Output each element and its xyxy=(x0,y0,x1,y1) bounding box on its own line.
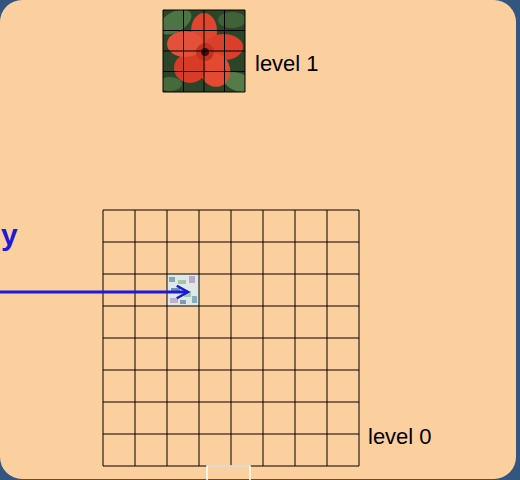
image-grid: level 1 xyxy=(163,10,323,92)
level-label: level 1 xyxy=(255,52,319,76)
frame-marker xyxy=(207,466,250,480)
texture-patch xyxy=(167,274,199,306)
grid-lines xyxy=(103,210,359,466)
flower-image xyxy=(163,10,245,92)
level-label: level 0 xyxy=(368,425,432,449)
pixel-grid: level 0 xyxy=(103,210,436,466)
pointer-label: y xyxy=(1,220,18,250)
pointer-arrow xyxy=(0,291,188,294)
grid-lines xyxy=(163,10,245,92)
